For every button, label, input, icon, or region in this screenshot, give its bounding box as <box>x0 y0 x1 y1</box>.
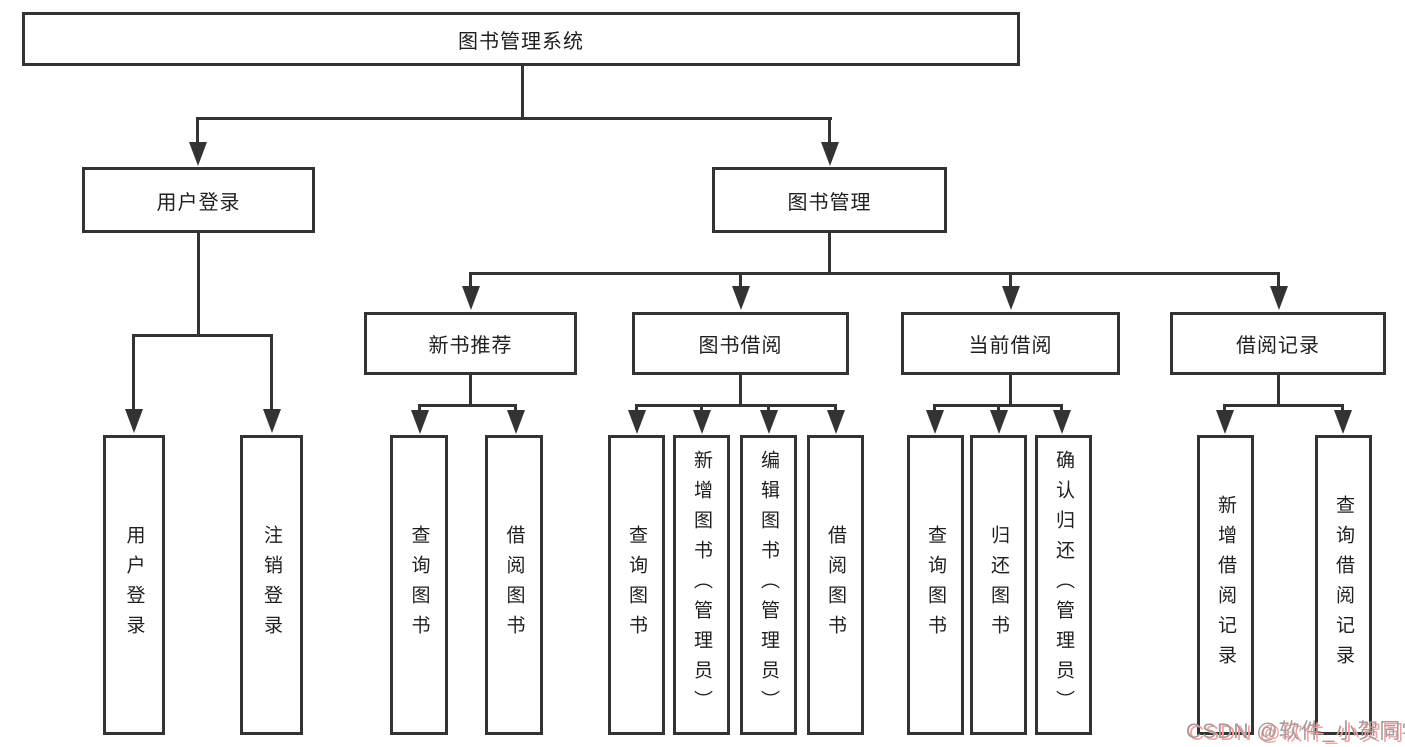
arrow-cb-confirm <box>1053 410 1071 434</box>
connector-records-stem <box>1277 375 1280 407</box>
arrow-records <box>1270 286 1288 310</box>
leaf-cb-return-books: 归还图书 <box>970 435 1027 735</box>
connector-drop-cb-confirm <box>1060 404 1063 412</box>
leaf-nb-borrow-books-label: 借阅图书 <box>503 525 525 645</box>
leaf-cb-return-books-label: 归还图书 <box>988 525 1009 645</box>
connector-drop-book-management <box>828 117 831 144</box>
leaf-rec-query-record-label: 查询借阅记录 <box>1333 495 1354 675</box>
arrow-book-management <box>821 142 839 166</box>
connector-borrow-bar <box>635 404 837 407</box>
connector-drop-rec-query <box>1341 404 1344 412</box>
arrow-rec-query <box>1334 410 1352 434</box>
node-book-borrow: 图书借阅 <box>632 312 849 375</box>
connector-book-management-bar <box>469 272 1280 275</box>
connector-drop-nb-query <box>418 404 421 412</box>
connector-drop-bb-add <box>700 404 703 412</box>
leaf-cb-confirm-return-admin-label: 确认归还（管理员） <box>1053 450 1074 720</box>
leaf-bb-borrow-books-label: 借阅图书 <box>825 525 846 645</box>
arrow-bb-add <box>693 410 711 434</box>
connector-drop-borrow <box>739 272 742 288</box>
arrow-nb-borrow <box>507 410 525 434</box>
arrow-cb-query <box>926 410 944 434</box>
connector-user-login-bar <box>132 334 273 337</box>
arrow-bb-edit <box>760 410 778 434</box>
leaf-logout: 注销登录 <box>240 435 303 735</box>
arrow-logout-leaf <box>263 409 281 433</box>
leaf-rec-add-record-label: 新增借阅记录 <box>1215 495 1236 675</box>
connector-drop-rec-add <box>1223 404 1226 412</box>
arrow-rec-add <box>1216 410 1234 434</box>
node-book-borrow-label: 图书借阅 <box>698 335 783 357</box>
leaf-user-login-label: 用户登录 <box>123 525 145 645</box>
connector-drop-bb-edit <box>767 404 770 412</box>
leaf-bb-edit-books-admin-label: 编辑图书（管理员） <box>758 450 779 720</box>
leaf-cb-confirm-return-admin: 确认归还（管理员） <box>1035 435 1092 735</box>
connector-current-stem <box>1009 375 1012 407</box>
node-borrow-records-label: 借阅记录 <box>1236 335 1320 357</box>
arrow-bb-borrow <box>827 410 845 434</box>
node-book-management-label: 图书管理 <box>787 191 872 214</box>
node-current-borrow-label: 当前借阅 <box>968 335 1053 357</box>
leaf-bb-edit-books-admin: 编辑图书（管理员） <box>740 435 797 735</box>
connector-drop-new-book <box>469 272 472 288</box>
leaf-bb-query-books-label: 查询图书 <box>626 525 647 645</box>
leaf-bb-add-books-admin: 新增图书（管理员） <box>673 435 730 735</box>
arrow-current-borrow <box>1002 286 1020 310</box>
connector-book-management-stem <box>828 233 831 275</box>
connector-root-bar <box>196 117 832 120</box>
arrow-user-login <box>189 142 207 166</box>
arrow-cb-return <box>990 410 1008 434</box>
leaf-rec-add-record: 新增借阅记录 <box>1197 435 1254 735</box>
arrow-bb-query <box>628 410 646 434</box>
connector-drop-nb-borrow <box>514 404 517 412</box>
arrow-new-book <box>462 286 480 310</box>
connector-new-book-stem <box>469 375 472 407</box>
connector-drop-cb-return <box>997 404 1000 412</box>
node-user-login: 用户登录 <box>82 167 315 233</box>
connector-drop-bb-query <box>635 404 638 412</box>
node-root-label: 图书管理系统 <box>458 30 584 53</box>
connector-drop-login-leaf <box>132 334 135 410</box>
arrow-login-leaf <box>125 409 143 433</box>
leaf-rec-query-record: 查询借阅记录 <box>1315 435 1372 735</box>
connector-drop-cb-query <box>933 404 936 412</box>
connector-records-bar <box>1223 404 1343 407</box>
node-borrow-records: 借阅记录 <box>1170 312 1386 375</box>
node-new-book-recommend: 新书推荐 <box>364 312 577 375</box>
connector-drop-current-borrow <box>1009 272 1012 288</box>
arrow-nb-query <box>411 410 429 434</box>
leaf-cb-query-books: 查询图书 <box>907 435 964 735</box>
leaf-user-login: 用户登录 <box>103 435 165 735</box>
connector-new-book-bar <box>418 404 517 407</box>
leaf-bb-add-books-admin-label: 新增图书（管理员） <box>691 450 712 720</box>
leaf-cb-query-books-label: 查询图书 <box>925 525 946 645</box>
connector-borrow-stem <box>739 375 742 407</box>
connector-drop-user-login <box>196 117 199 144</box>
connector-user-login-stem <box>197 233 200 336</box>
node-current-borrow: 当前借阅 <box>901 312 1120 375</box>
leaf-nb-query-books-label: 查询图书 <box>408 525 430 645</box>
node-user-login-label: 用户登录 <box>156 191 241 214</box>
leaf-nb-borrow-books: 借阅图书 <box>485 435 543 735</box>
node-root: 图书管理系统 <box>22 12 1020 66</box>
node-book-management: 图书管理 <box>712 167 947 233</box>
leaf-bb-borrow-books: 借阅图书 <box>807 435 864 735</box>
arrow-borrow <box>732 286 750 310</box>
connector-drop-bb-borrow <box>834 404 837 412</box>
leaf-bb-query-books: 查询图书 <box>608 435 665 735</box>
node-new-book-recommend-label: 新书推荐 <box>428 335 513 357</box>
connector-root-stem <box>521 66 524 119</box>
leaf-logout-label: 注销登录 <box>261 525 282 645</box>
connector-drop-records <box>1277 272 1280 288</box>
connector-drop-logout-leaf <box>270 334 273 410</box>
leaf-nb-query-books: 查询图书 <box>390 435 448 735</box>
csdn-watermark: CSDN @软件_小贺同学 <box>1186 720 1405 743</box>
